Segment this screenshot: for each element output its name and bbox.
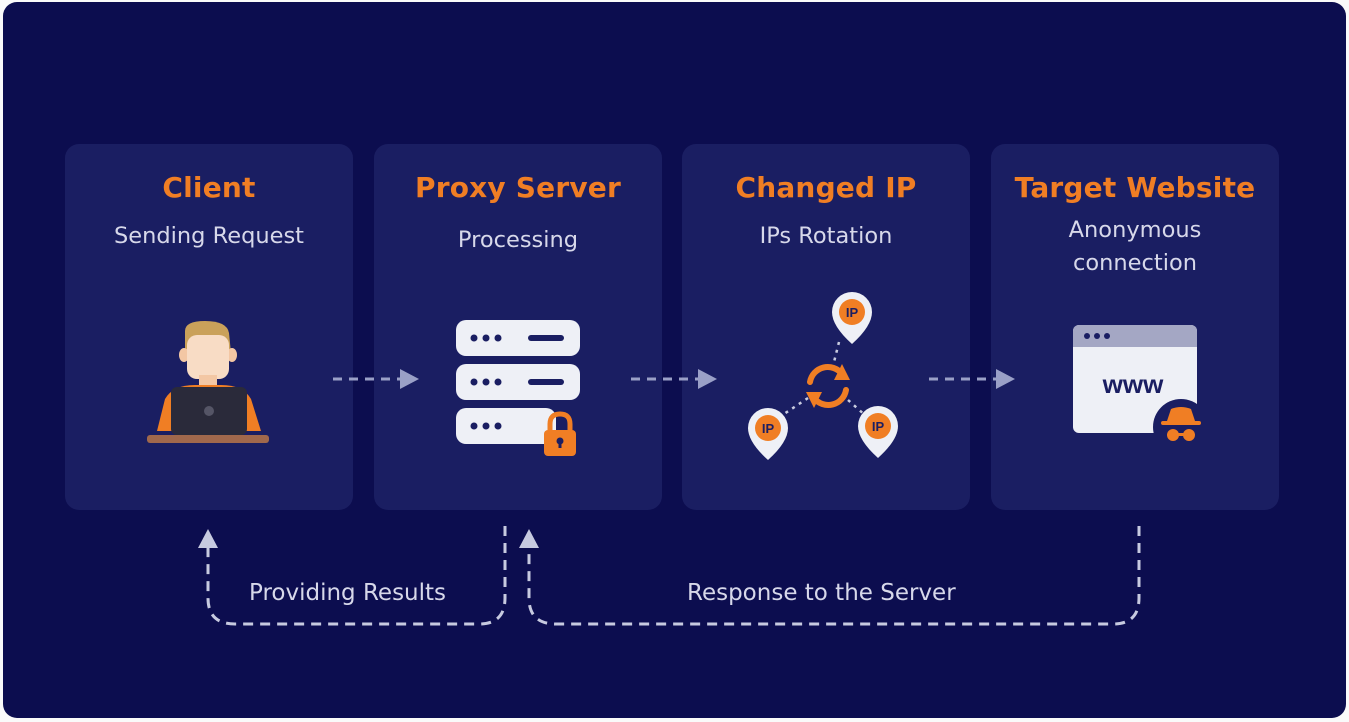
card-title: Client — [162, 171, 256, 204]
card-client: Client Sending Request — [65, 144, 353, 510]
return-path-response-to-server — [519, 526, 1141, 626]
label-providing-results: Providing Results — [249, 580, 447, 606]
ip-rotation-icon: IP IP IP — [742, 290, 912, 474]
ip-pin-left: IP — [748, 408, 788, 460]
card-changed-ip: Changed IP IPs Rotation IP — [682, 144, 970, 510]
card-subtitle: Processing — [457, 227, 579, 253]
card-title: Target Website — [1014, 171, 1256, 204]
return-path-providing-results — [198, 526, 507, 626]
user-laptop-icon — [145, 319, 275, 453]
card-title: Changed IP — [735, 171, 917, 204]
ip-pin-right: IP — [858, 406, 898, 458]
card-subtitle: Sending Request — [113, 223, 304, 249]
ip-pin-top: IP — [832, 292, 872, 344]
refresh-icon — [806, 364, 850, 408]
browser-www-text: www — [1102, 369, 1164, 399]
card-target-website: Target Website Anonymous connection www — [991, 144, 1279, 510]
ip-label: IP — [846, 305, 859, 320]
ip-label: IP — [872, 419, 885, 434]
card-proxy-server: Proxy Server Processing — [374, 144, 662, 510]
label-response-to-server: Response to the Server — [687, 580, 956, 606]
browser-incognito-icon: www — [1073, 325, 1213, 459]
diagram-canvas: Client Sending Request — [3, 2, 1346, 718]
ip-label: IP — [762, 421, 775, 436]
card-subtitle: IPs Rotation — [759, 223, 893, 249]
server-lock-icon — [456, 320, 586, 464]
card-subtitle: Anonymous connection — [1068, 217, 1202, 276]
card-title: Proxy Server — [414, 171, 622, 204]
